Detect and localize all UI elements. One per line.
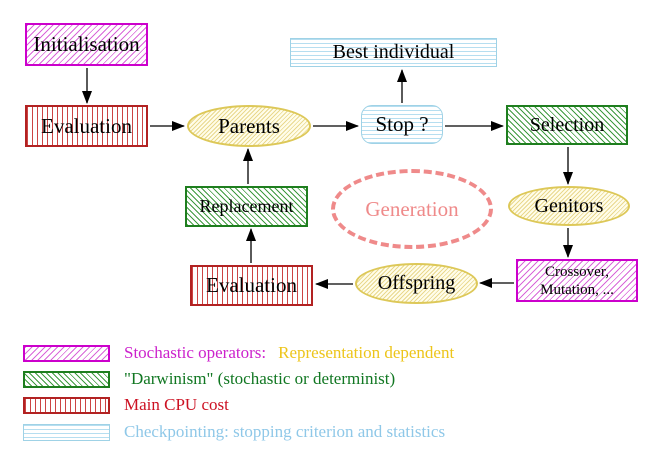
legend-label-main-cpu-cost: Main CPU cost (124, 395, 229, 414)
legend-label-checkpointing: Checkpointing: stopping criterion and st… (124, 422, 446, 441)
crossover-line2: Mutation, ... (540, 281, 614, 298)
legend-label-darwinism: "Darwinism" (stochastic or determinist) (124, 369, 396, 388)
node-evaluation-top: Evaluation (25, 105, 148, 147)
legend-row-cpu-cost: Main CPU cost (23, 395, 229, 415)
node-offspring: Offspring (355, 263, 478, 304)
node-initialisation-label: Initialisation (33, 32, 140, 57)
node-stop-label: Stop ? (375, 112, 429, 137)
node-best-individual: Best individual (290, 38, 497, 67)
crossover-line1: Crossover, (545, 263, 609, 280)
node-generation: Generation (331, 169, 493, 249)
node-genitors-label: Genitors (534, 194, 604, 217)
node-evaluation-bottom-label: Evaluation (206, 273, 297, 298)
node-evaluation-top-label: Evaluation (41, 113, 132, 138)
legend-row-checkpointing: Checkpointing: stopping criterion and st… (23, 422, 445, 442)
legend-swatch-green-hatch (23, 370, 110, 388)
node-generation-label: Generation (365, 196, 459, 221)
node-selection-label: Selection (529, 113, 605, 136)
node-initialisation: Initialisation (25, 23, 148, 66)
legend-label-stochastic-operators: Stochastic operators: (124, 343, 267, 362)
node-crossover-mutation: Crossover, Mutation, ... (516, 259, 638, 302)
node-crossover-mutation-label: Crossover, Mutation, ... (540, 263, 614, 299)
node-parents: Parents (187, 105, 311, 147)
node-stop: Stop ? (361, 105, 443, 144)
node-replacement-label: Replacement (199, 196, 294, 217)
legend-label-representation-dependent: Representation dependent (278, 343, 455, 362)
node-selection: Selection (506, 105, 628, 145)
legend-row-stochastic: Stochastic operators: Representation dep… (23, 343, 454, 363)
legend-row-darwinism: "Darwinism" (stochastic or determinist) (23, 369, 395, 389)
legend-swatch-red-stripes (23, 396, 110, 414)
node-offspring-label: Offspring (377, 272, 456, 294)
node-genitors: Genitors (508, 186, 630, 226)
legend-swatch-cyan-stripes (23, 423, 110, 441)
legend-swatch-magenta-hatch (23, 344, 110, 362)
node-parents-label: Parents (218, 113, 280, 138)
node-best-individual-label: Best individual (332, 41, 455, 63)
node-replacement: Replacement (185, 186, 308, 227)
node-evaluation-bottom: Evaluation (190, 265, 313, 306)
